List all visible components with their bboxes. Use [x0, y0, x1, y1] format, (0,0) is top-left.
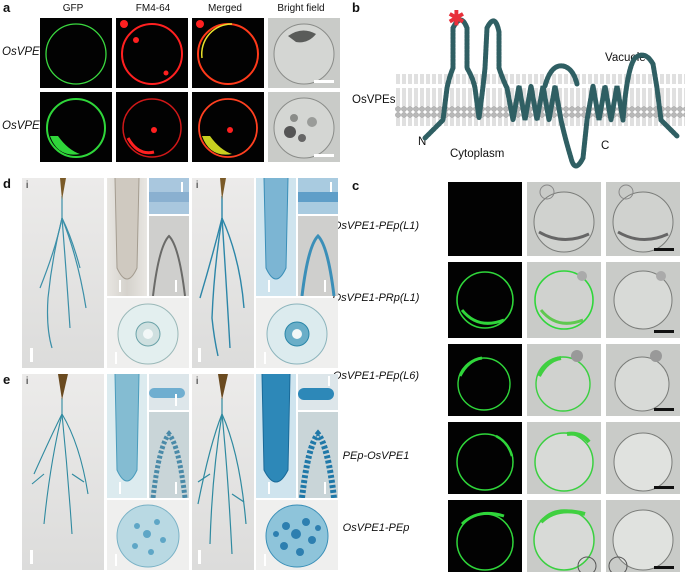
panel-e-label: e: [3, 372, 11, 387]
construct-label-5: OsVPE1-PEp: [342, 522, 410, 534]
c-row4-gfp-image: [448, 422, 522, 494]
d-left-subpanel-i: i: [26, 180, 29, 191]
c-row2-gfp-image: [448, 262, 522, 338]
c-row2-merged-image: [527, 262, 601, 338]
d-right-subpanel-i: i: [196, 180, 199, 191]
c-row1-gfp-image: [448, 182, 522, 256]
e-left-subpanel-i: i: [26, 376, 29, 387]
osvpe1-bright-field-image: [268, 18, 340, 88]
osvpe1-merged-image: [192, 18, 264, 88]
c-row4-merged-image: [527, 422, 601, 494]
row-label-osvpe1: OsVPE1: [2, 46, 47, 58]
e-right-whole-root-image: i: [192, 374, 254, 570]
c-row2-bright-field-image: [606, 262, 680, 338]
e-left-inset-image: [149, 374, 189, 410]
e-right-root-cross-section-image: [256, 500, 338, 570]
d-right-inset-image: [298, 178, 338, 214]
construct-label-2: OsVPE1-PRp(L1): [332, 292, 420, 304]
d-right-root-cross-section-image: [256, 298, 338, 368]
d-right-root-tip-image: [256, 178, 296, 296]
e-left-whole-root-image: i: [22, 374, 104, 570]
osvpe1-fm464-image: [116, 18, 188, 88]
c-row1-merged-image: [527, 182, 601, 256]
e-right-root-tip-image: [256, 374, 296, 498]
c-row5-gfp-image: [448, 500, 522, 572]
c-terminus-label: C: [601, 140, 610, 152]
e-right-subpanel-i: i: [196, 376, 199, 387]
panel-d-label: d: [3, 176, 11, 191]
column-header-merged: Merged: [208, 3, 242, 14]
membrane-label: OsVPEs: [352, 94, 396, 106]
star-marker-icon: ✱: [448, 8, 465, 30]
e-right-cross-section-detail-image: [298, 412, 338, 498]
e-left-cross-section-detail-image: [149, 412, 189, 498]
construct-label-1: OsVPE1-PEp(L1): [332, 220, 420, 232]
d-left-root-cross-section-image: [107, 298, 189, 368]
e-left-root-cross-section-image: [107, 500, 189, 570]
c-row3-merged-image: [527, 344, 601, 416]
panel-b-label: b: [352, 0, 360, 15]
c-row1-bright-field-image: [606, 182, 680, 256]
membrane-topology-diagram: [395, 17, 685, 169]
cytoplasm-label: Cytoplasm: [450, 148, 505, 160]
osvpe2-merged-image: [192, 92, 264, 162]
e-left-root-tip-image: [107, 374, 147, 498]
column-header-fm464: FM4-64: [135, 3, 171, 14]
osvpe2-bright-field-image: [268, 92, 340, 162]
e-right-inset-image: [298, 374, 338, 410]
column-header-gfp: GFP: [62, 3, 84, 14]
osvpe1-gfp-image: [40, 18, 112, 88]
panel-c-label: c: [352, 178, 360, 193]
construct-label-4: PEp-OsVPE1: [342, 450, 410, 462]
d-left-cross-section-detail-image: [149, 216, 189, 296]
c-row5-merged-image: [527, 500, 601, 572]
d-right-cross-section-detail-image: [298, 216, 338, 296]
d-right-whole-root-image: i: [192, 178, 254, 368]
row-label-osvpe2: OsVPE2: [2, 120, 47, 132]
column-header-bright-field: Bright field: [277, 3, 325, 14]
construct-label-3: OsVPE1-PEp(L6): [332, 370, 420, 382]
c-row3-bright-field-image: [606, 344, 680, 416]
d-left-whole-root-image: i: [22, 178, 104, 368]
d-left-inset-image: [149, 178, 189, 214]
osvpe2-fm464-image: [116, 92, 188, 162]
c-row5-bright-field-image: [606, 500, 680, 572]
c-row4-bright-field-image: [606, 422, 680, 494]
n-terminus-label: N: [418, 136, 427, 148]
osvpe2-gfp-image: [40, 92, 112, 162]
c-row3-gfp-image: [448, 344, 522, 416]
d-left-root-tip-image: [107, 178, 147, 296]
panel-a-label: a: [3, 0, 11, 15]
